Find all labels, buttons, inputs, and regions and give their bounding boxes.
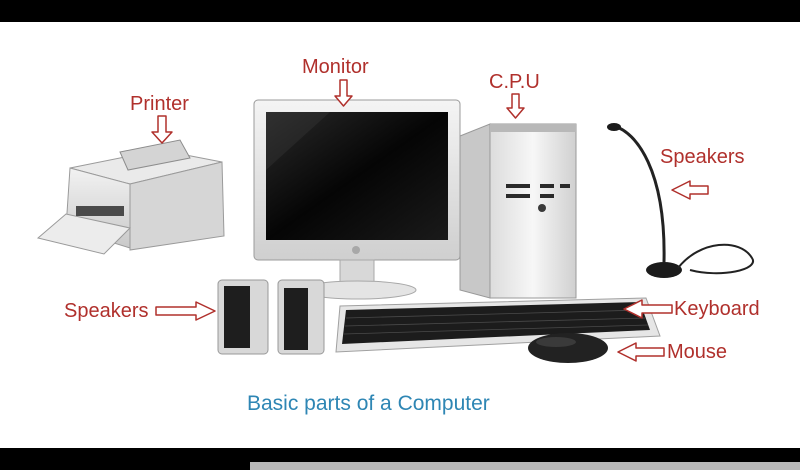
keyboard-image (335, 297, 661, 353)
speakers-image (217, 279, 325, 355)
left-arrow-icon (623, 299, 673, 319)
monitor-image (253, 99, 461, 300)
speakers-label-left: Speakers (64, 300, 149, 322)
mouse-label: Mouse (667, 341, 728, 363)
down-arrow-icon (151, 115, 173, 144)
left-arrow-icon (617, 342, 665, 362)
left-arrow-icon (671, 180, 709, 200)
monitor-label: Monitor (302, 56, 369, 78)
down-arrow-icon (334, 79, 353, 107)
printer-label: Printer (130, 93, 189, 115)
bottom-gray-strip (250, 462, 800, 470)
down-arrow-icon (506, 93, 525, 119)
right-arrow-icon (155, 301, 216, 321)
top-black-bar (0, 0, 800, 22)
cpu-tower-image (459, 123, 577, 299)
microphone-image (607, 123, 755, 278)
cpu-label: C.P.U (489, 71, 540, 93)
printer-image (36, 139, 225, 255)
keyboard-label: Keyboard (674, 298, 760, 320)
speakers-label-right: Speakers (660, 146, 745, 168)
diagram-caption: Basic parts of a Computer (247, 392, 490, 415)
mouse-image (528, 333, 608, 363)
